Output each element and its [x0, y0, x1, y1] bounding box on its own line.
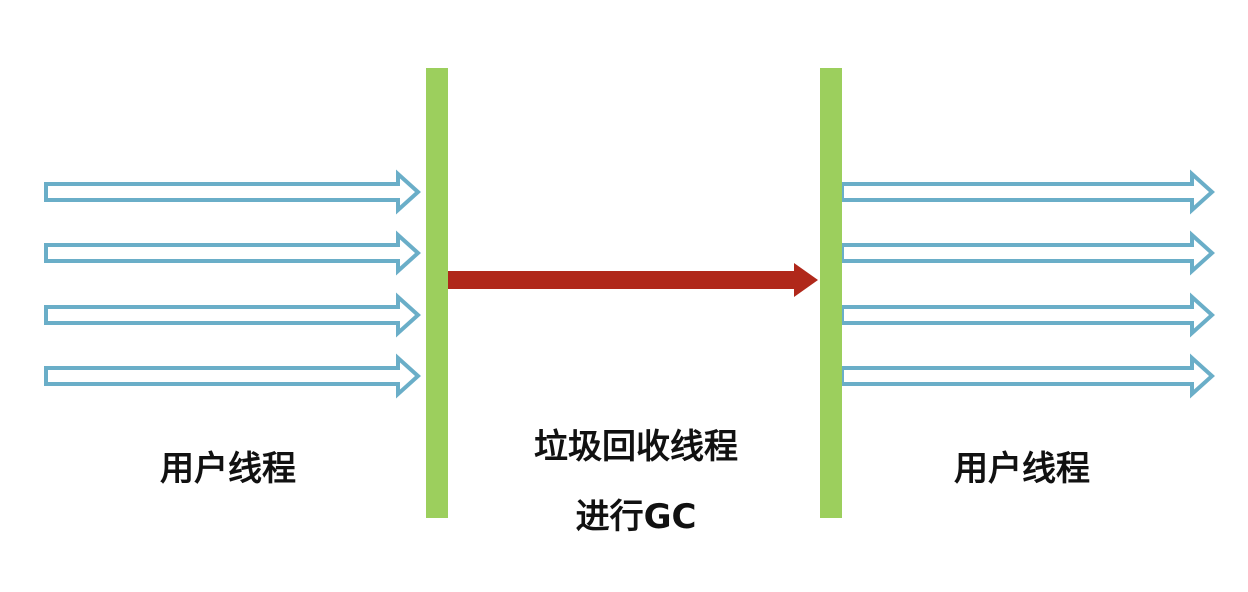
left-user-thread-arrow — [44, 353, 421, 399]
right-user-threads-label: 用户线程 — [954, 449, 1090, 489]
gc-arrow-group — [448, 263, 818, 297]
gc-running-label: 进行GC — [575, 497, 697, 537]
right-user-thread-arrow — [840, 292, 1215, 338]
left-user-thread-arrow — [44, 292, 421, 338]
left-user-threads-label: 用户线程 — [160, 449, 296, 489]
gc-thread-label: 垃圾回收线程 — [534, 427, 738, 467]
right-user-thread-arrow — [840, 169, 1215, 215]
right-user-thread-arrow — [840, 230, 1215, 276]
barriers — [426, 68, 842, 518]
barrier-start — [426, 68, 448, 518]
left-user-thread-arrow — [44, 169, 421, 215]
barrier-end — [820, 68, 842, 518]
right-user-thread-arrow — [840, 353, 1215, 399]
gc-thread-arrow — [448, 263, 818, 297]
left-user-thread-arrows — [44, 169, 421, 399]
left-user-thread-arrow — [44, 230, 421, 276]
right-user-thread-arrows — [840, 169, 1215, 399]
